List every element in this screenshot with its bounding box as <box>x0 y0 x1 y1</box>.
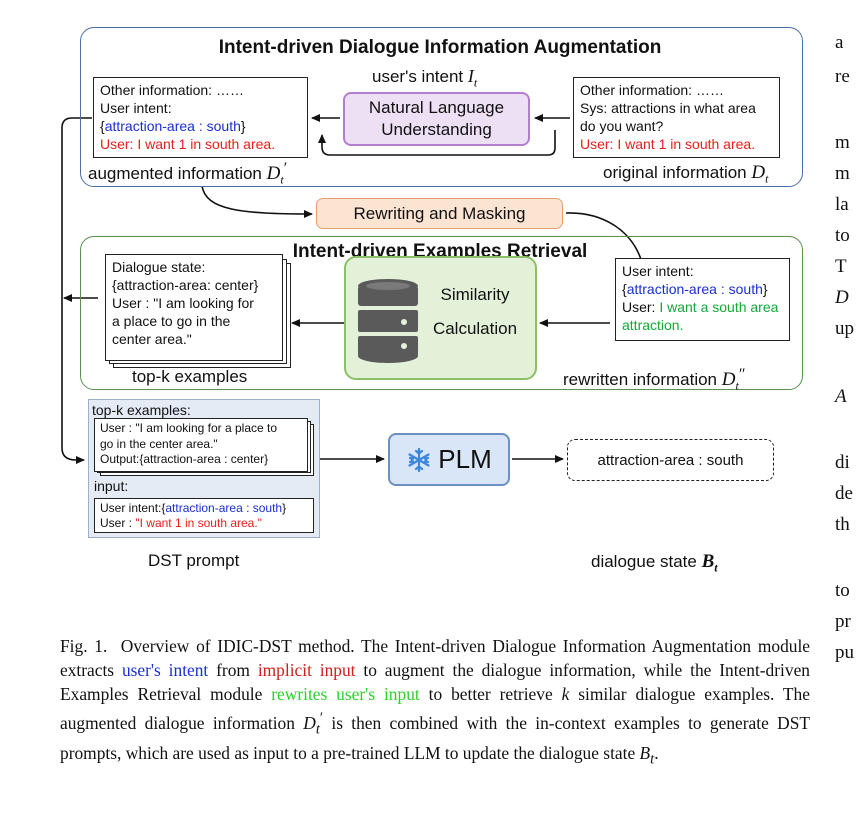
rewritten-line1: User intent: <box>622 263 694 279</box>
right-col-frag: up <box>835 318 854 339</box>
right-col-frag: to <box>835 580 850 601</box>
caption-red: implicit input <box>257 660 356 680</box>
figure-caption: Fig. 1. Overview of IDIC-DST method. The… <box>60 636 811 768</box>
right-col-frag: to <box>835 225 850 246</box>
section-augmentation <box>80 27 803 187</box>
original-line1: Other information: …… <box>580 82 724 98</box>
nlu-line2: Understanding <box>381 120 492 139</box>
snowflake-icon <box>408 447 430 472</box>
topk-examples-label: top-k examples <box>132 367 248 386</box>
section-augmentation-title: Intent-driven Dialogue Information Augme… <box>218 37 662 58</box>
rewritten-line4: attraction. <box>622 317 684 333</box>
arrow-original-loop <box>318 130 556 156</box>
examples-line1: Dialogue state: <box>112 259 206 275</box>
prompt-input-header: input: <box>94 478 129 494</box>
augmented-line1: Other information: …… <box>100 82 244 98</box>
right-col-frag: pr <box>835 611 851 632</box>
caption-blue: user's intent <box>121 660 209 680</box>
right-col-frag: di <box>835 452 850 473</box>
prompt-input-line2: User : "I want 1 in south area." <box>100 516 262 530</box>
right-col-frag: th <box>835 514 850 535</box>
rewritten-info-label: rewritten information Dt″ <box>563 366 746 393</box>
arrow-augmented-to-rewriting <box>201 185 313 218</box>
right-col-frag: de <box>835 483 853 504</box>
examples-line2: {attraction-area: center} <box>112 277 259 293</box>
right-col-frag: A <box>835 386 847 407</box>
topk-examples-box: Dialogue state: {attraction-area: center… <box>105 254 283 361</box>
prompt-example-line1: User : "I am looking for a place to <box>100 421 278 435</box>
dialogue-state-label: dialogue state Bt <box>591 551 718 575</box>
right-col-frag: pu <box>835 642 854 663</box>
users-intent-label: user's intent It <box>372 66 478 90</box>
similarity-text: Similarity Calculation <box>432 285 518 338</box>
original-info-label: original information Dt <box>603 162 769 186</box>
examples-line4: a place to go in the <box>112 313 231 329</box>
original-line4: User: I want 1 in south area. <box>580 136 756 152</box>
rewriting-masking-box: Rewriting and Masking <box>316 198 563 229</box>
right-col-frag: re <box>835 66 850 87</box>
augmented-line3: {attraction-area : south} <box>100 118 246 134</box>
rewritten-line2: {attraction-area : south} <box>622 281 768 297</box>
augmented-line4: User: I want 1 in south area. <box>100 136 276 152</box>
rewritten-info-box: User intent: {attraction-area : south} U… <box>615 258 790 341</box>
dst-prompt-caption: DST prompt <box>148 551 240 570</box>
right-col-frag: m <box>835 163 850 184</box>
prompt-input-box: User intent:{attraction-area : south} Us… <box>94 498 314 533</box>
right-col-frag: la <box>835 194 849 215</box>
prompt-example-line3: Output:{attraction-area : center} <box>100 452 269 466</box>
output-state-box: attraction-area : south <box>567 439 774 481</box>
examples-line5: center area." <box>112 331 192 347</box>
prompt-example-line2: go in the center area." <box>100 436 218 451</box>
original-line2: Sys: attractions in what area <box>580 100 756 116</box>
right-col-frag: a <box>835 32 844 53</box>
original-info-box: Other information: …… Sys: attractions i… <box>573 77 780 158</box>
original-line3: do you want? <box>580 118 664 134</box>
examples-line3: User : "I am looking for <box>112 295 254 311</box>
arrow-rewriting-to-rewritten <box>565 212 647 271</box>
right-col-frag: m <box>835 132 850 153</box>
augmented-info-box: Other information: …… User intent: {attr… <box>93 77 308 158</box>
prompt-example-box: User : "I am looking for a place to go i… <box>94 418 308 472</box>
prompt-topk-header: top-k examples: <box>92 402 191 418</box>
augmented-line2: User intent: <box>100 100 172 116</box>
rewritten-line3: User: I want a south area <box>622 299 779 315</box>
database-icon <box>358 279 418 363</box>
caption-green: rewrites user's input <box>271 684 420 704</box>
prompt-input-line1: User intent:{attraction-area : south} <box>100 501 287 515</box>
right-col-frag: D <box>835 287 849 308</box>
nlu-line1: Natural Language <box>368 98 505 117</box>
plm-label: PLM <box>438 444 492 474</box>
arrow-augmented-to-prompt <box>61 117 92 464</box>
caption-fig-label: Fig. 1. <box>60 636 108 656</box>
right-col-frag: T <box>835 256 847 277</box>
section-retrieval <box>80 236 803 390</box>
plm-box: PLM <box>388 433 510 486</box>
augmented-info-label: augmented information Dt′ <box>88 160 288 187</box>
nlu-box: Natural Language Understanding <box>343 92 530 146</box>
